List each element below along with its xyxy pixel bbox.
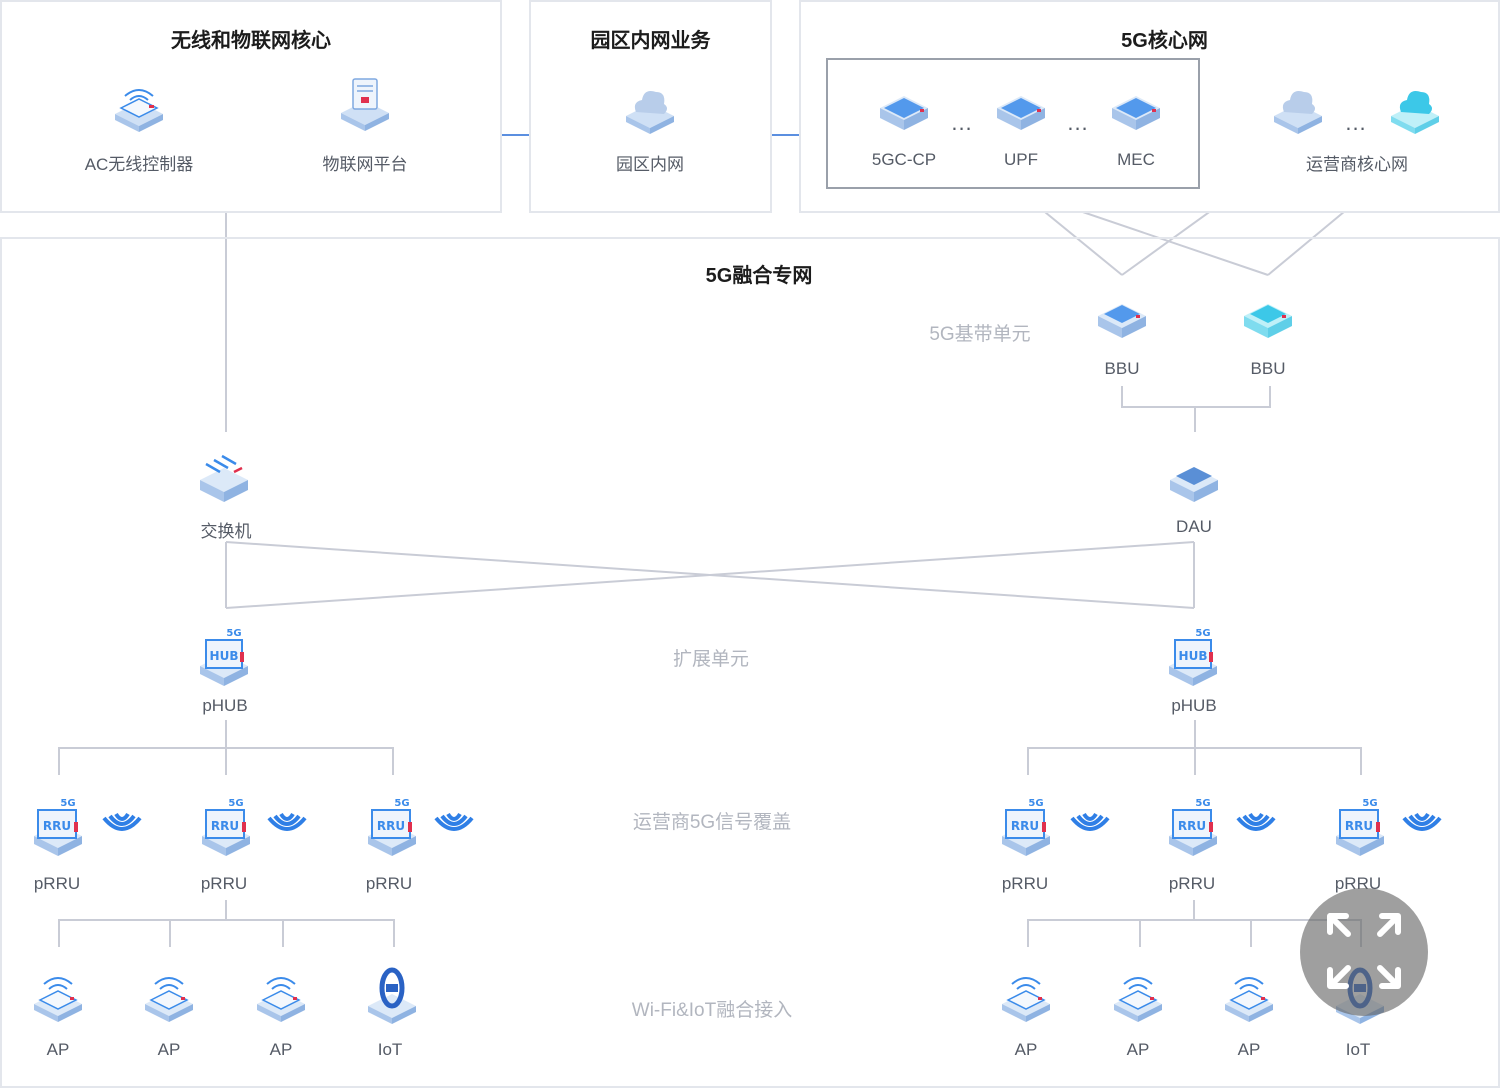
ellipsis: ... xyxy=(1067,110,1089,135)
iot-label: IoT xyxy=(1345,1040,1371,1059)
signal-icon xyxy=(1070,812,1110,831)
wireless-core-panel: 无线和物联网核心 xyxy=(0,0,502,213)
ellipsis: ... xyxy=(951,110,973,135)
switch-icon xyxy=(200,454,248,502)
prru-label: pRRU xyxy=(33,874,81,893)
link-cross-2 xyxy=(225,541,1195,609)
phub-label-left: pHUB xyxy=(202,696,248,715)
upf-label: UPF xyxy=(1004,150,1038,169)
iot-icon xyxy=(368,967,416,1024)
svg-text:RRU: RRU xyxy=(1178,819,1206,833)
iot-platform-label: 物联网平台 xyxy=(322,155,408,174)
ap-label: AP xyxy=(1126,1040,1150,1059)
ap-icon xyxy=(34,977,82,1022)
svg-text:RRU: RRU xyxy=(377,819,405,833)
iot-platform-icon xyxy=(341,78,389,131)
signal-icon xyxy=(1402,812,1442,831)
svg-text:RRU: RRU xyxy=(211,819,239,833)
iot-label: IoT xyxy=(377,1040,403,1059)
prru-icon: RRU 5G xyxy=(1002,798,1050,856)
signal-icon xyxy=(434,812,474,831)
svg-text:RRU: RRU xyxy=(1345,819,1373,833)
intranet-label: 园区内网 xyxy=(616,155,684,174)
prru-icon: RRU 5G xyxy=(202,798,250,856)
ac-controller-label: AC无线控制器 xyxy=(84,155,194,174)
bbu-icon xyxy=(1098,304,1146,338)
svg-text:5G: 5G xyxy=(60,798,75,809)
svg-text:5G: 5G xyxy=(1362,798,1377,809)
c5g-cp-label: 5GC-CP xyxy=(871,150,937,169)
expand-arrows-icon xyxy=(1327,913,1401,989)
zone-extension: 扩展单元 xyxy=(672,649,750,670)
server-icon xyxy=(1112,96,1160,130)
bbu-label-1: BBU xyxy=(1104,359,1140,378)
mec-label: MEC xyxy=(1117,150,1155,169)
ap-icon xyxy=(1114,977,1162,1022)
switch-label: 交换机 xyxy=(200,522,252,541)
svg-text:RRU: RRU xyxy=(1011,819,1039,833)
zone-coverage: 运营商5G信号覆盖 xyxy=(632,812,792,833)
wireless-core-title: 无线和物联网核心 xyxy=(171,30,331,52)
signal-icon xyxy=(102,812,142,831)
prru-label: pRRU xyxy=(1001,874,1049,893)
core5g-title: 5G核心网 xyxy=(1121,30,1208,52)
signal-icon xyxy=(1236,812,1276,831)
phub-icon: HUB 5G xyxy=(1169,628,1217,686)
prru-icon: RRU 5G xyxy=(1169,798,1217,856)
ap-icon xyxy=(145,977,193,1022)
cloud-icon xyxy=(1274,91,1322,134)
svg-text:RRU: RRU xyxy=(43,819,71,833)
ac-controller-icon xyxy=(115,89,163,132)
svg-text:HUB: HUB xyxy=(1179,649,1208,663)
signal-icon xyxy=(267,812,307,831)
svg-text:5G: 5G xyxy=(1195,628,1210,639)
phub-label-right: pHUB xyxy=(1171,696,1217,715)
prru-icon: RRU 5G xyxy=(1336,798,1384,856)
ap-icon xyxy=(1002,977,1050,1022)
dau-label: DAU xyxy=(1176,517,1212,536)
zone-access: Wi-Fi&IoT融合接入 xyxy=(631,1000,793,1021)
server-icon xyxy=(880,96,928,130)
svg-text:5G: 5G xyxy=(226,628,241,639)
svg-text:5G: 5G xyxy=(1195,798,1210,809)
cloud-icon xyxy=(626,91,674,134)
server-icon xyxy=(997,96,1045,130)
prru-icon: RRU 5G xyxy=(34,798,82,856)
bbu-cyan-icon xyxy=(1244,304,1292,338)
prru-label: pRRU xyxy=(1168,874,1216,893)
private5g-title: 5G融合专网 xyxy=(705,265,813,287)
ap-label: AP xyxy=(1014,1040,1038,1059)
ap-icon xyxy=(1225,977,1273,1022)
ellipsis: ... xyxy=(1345,110,1367,135)
ap-label: AP xyxy=(157,1040,181,1059)
link-prru-ap-left xyxy=(58,919,395,947)
svg-text:HUB: HUB xyxy=(210,649,239,663)
svg-text:5G: 5G xyxy=(228,798,243,809)
prru-label: pRRU xyxy=(200,874,248,893)
expand-button[interactable] xyxy=(1300,888,1428,1016)
ap-label: AP xyxy=(1237,1040,1261,1059)
ap-label: AP xyxy=(269,1040,293,1059)
svg-text:5G: 5G xyxy=(394,798,409,809)
svg-text:5G: 5G xyxy=(1028,798,1043,809)
private5g-panel: 5G融合专网 xyxy=(0,237,1500,1088)
zone-baseband: 5G基带单元 xyxy=(929,324,1031,345)
bbu-label-2: BBU xyxy=(1250,359,1286,378)
prru-icon: RRU 5G xyxy=(368,798,416,856)
campus-title: 园区内网业务 xyxy=(590,30,711,52)
ap-icon xyxy=(257,977,305,1022)
cloud-cyan-icon xyxy=(1391,91,1439,134)
carrier-core-label: 运营商核心网 xyxy=(1306,155,1408,174)
prru-label: pRRU xyxy=(365,874,413,893)
dau-icon xyxy=(1170,467,1218,502)
core5g-subgroup xyxy=(826,58,1200,189)
ap-label: AP xyxy=(46,1040,70,1059)
phub-icon: HUB 5G xyxy=(200,628,248,686)
